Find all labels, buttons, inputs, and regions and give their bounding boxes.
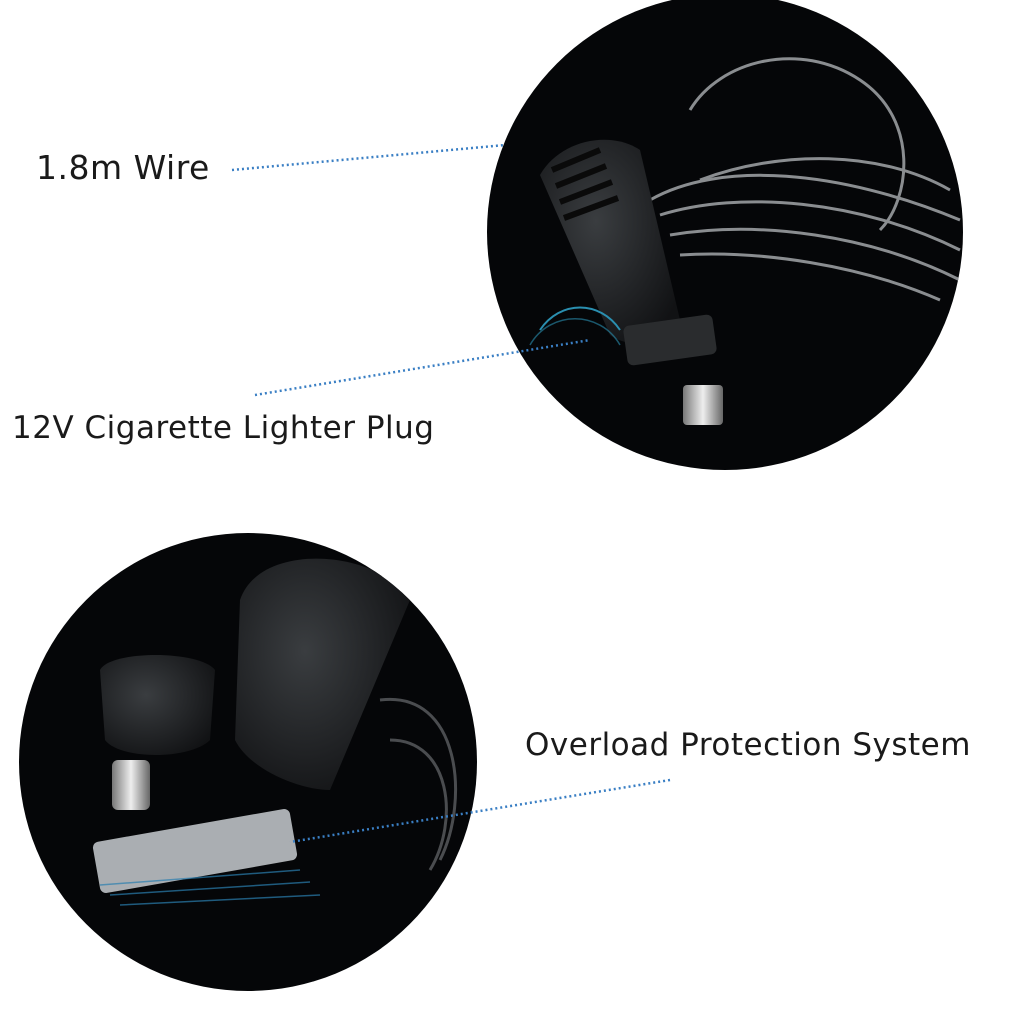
fuse-callout-line <box>289 778 671 844</box>
wire-callout-line <box>231 143 506 172</box>
plug-callout-line <box>254 338 591 397</box>
fuse-label: Overload Protection System <box>525 727 971 763</box>
top-photo-circle <box>487 0 963 470</box>
plug-label: 12V Cigarette Lighter Plug <box>12 410 435 446</box>
bottom-photo-circle <box>19 533 477 991</box>
wire-label: 1.8m Wire <box>36 148 210 187</box>
